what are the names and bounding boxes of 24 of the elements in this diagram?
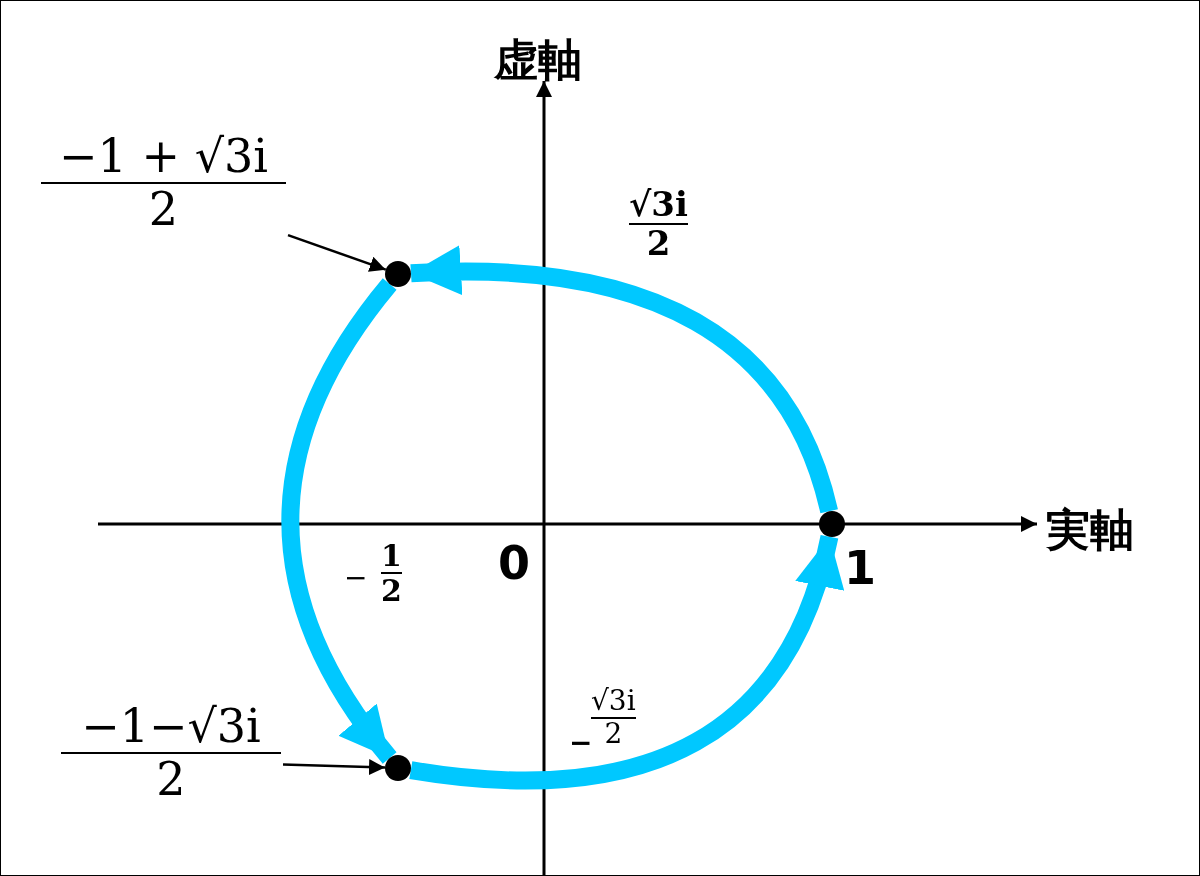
denominator: 2 — [604, 718, 623, 750]
tick-label: − — [569, 726, 593, 759]
point-dot — [385, 755, 411, 781]
curved-arrow — [410, 246, 838, 514]
curved-arrow — [409, 534, 842, 790]
tick-label: 1 — [844, 541, 876, 595]
point-dot — [819, 511, 845, 537]
point-dot — [385, 261, 411, 287]
denominator: 2 — [156, 753, 186, 805]
tick-label: − — [344, 561, 368, 594]
axis-label: 実軸 — [1046, 503, 1134, 557]
axis-label: 虚軸 — [494, 33, 582, 87]
denominator: 2 — [148, 183, 179, 235]
numerator: 1 — [381, 539, 402, 572]
curved-arrow — [281, 278, 397, 764]
numerator: −1−√3i — [81, 701, 261, 752]
leader-arrow — [282, 759, 386, 776]
origin-label: 0 — [498, 536, 530, 590]
leader-arrow — [287, 233, 387, 272]
denominator: 2 — [381, 574, 402, 607]
denominator: 2 — [646, 225, 671, 263]
numerator: √3i — [591, 686, 636, 717]
numerator: −1 + √3i — [59, 131, 268, 182]
numerator: √3i — [629, 186, 688, 224]
